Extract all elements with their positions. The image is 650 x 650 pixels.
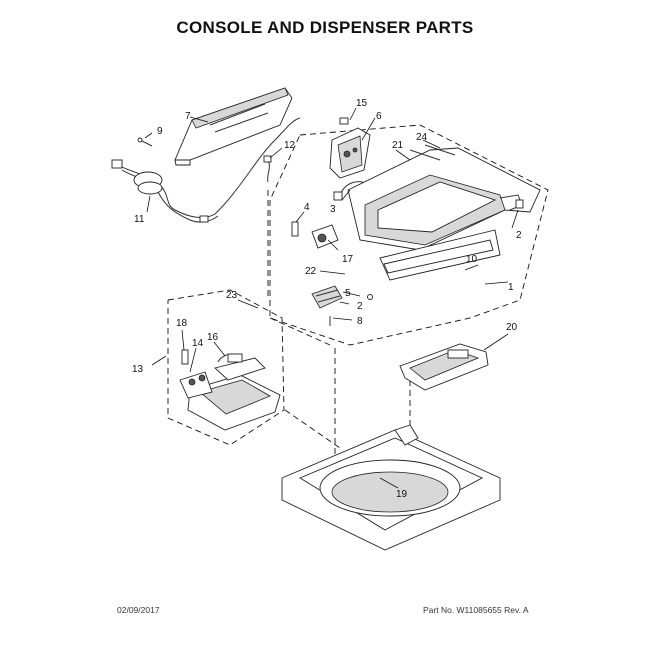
clip-part	[499, 194, 524, 211]
callout-23: 23	[226, 290, 238, 301]
wire-connector-part	[263, 155, 272, 183]
bezel-part	[174, 87, 293, 166]
control-board-part	[329, 117, 371, 179]
footer-part-number: Part No. W11085655 Rev. A	[423, 605, 529, 615]
switch-part	[311, 224, 339, 249]
callout-22: 22	[305, 266, 317, 277]
console-assembly-outline	[269, 124, 549, 346]
callout-10: 10	[466, 254, 478, 265]
callout-6: 6	[376, 111, 382, 122]
page-title: CONSOLE AND DISPENSER PARTS	[176, 18, 474, 37]
valve-part	[179, 349, 243, 399]
callout-20: 20	[506, 322, 518, 333]
callout-2-upper: 2	[516, 230, 522, 241]
alignment-line	[269, 317, 331, 346]
callout-4: 4	[304, 202, 310, 213]
callout-12: 12	[284, 140, 296, 151]
wire-harness-part	[111, 117, 301, 223]
dispenser-drawer-part	[399, 343, 489, 391]
dispenser-assembly-outline	[167, 289, 285, 446]
callout-2-lower: 2	[357, 301, 363, 312]
callout-7: 7	[185, 111, 191, 122]
callout-11: 11	[134, 214, 145, 225]
console-part	[347, 144, 541, 251]
alignment-line	[284, 409, 341, 449]
callout-labels: 7 9 15 6 11 12 21 24 3 4 17 2 10 1 22 5 …	[132, 98, 522, 500]
callout-8: 8	[357, 316, 363, 327]
callout-13: 13	[132, 364, 144, 375]
lid-switch-part	[311, 285, 373, 326]
callout-18: 18	[176, 318, 188, 329]
callout-1: 1	[508, 282, 514, 293]
callout-24: 24	[416, 132, 428, 143]
callout-5: 5	[345, 288, 351, 299]
screw-part	[291, 221, 299, 237]
callout-15: 15	[356, 98, 368, 109]
screw-part	[137, 137, 153, 147]
callout-9: 9	[157, 126, 163, 137]
callout-17: 17	[342, 254, 354, 265]
washer-top-part	[281, 424, 501, 551]
callout-19: 19	[396, 489, 408, 500]
footer-date: 02/09/2017	[117, 605, 160, 615]
callout-leaders	[144, 107, 519, 489]
callout-3: 3	[330, 204, 336, 215]
callout-14: 14	[192, 338, 204, 349]
console-trim-part	[379, 229, 501, 281]
callout-16: 16	[207, 332, 219, 343]
callout-21: 21	[392, 140, 404, 151]
